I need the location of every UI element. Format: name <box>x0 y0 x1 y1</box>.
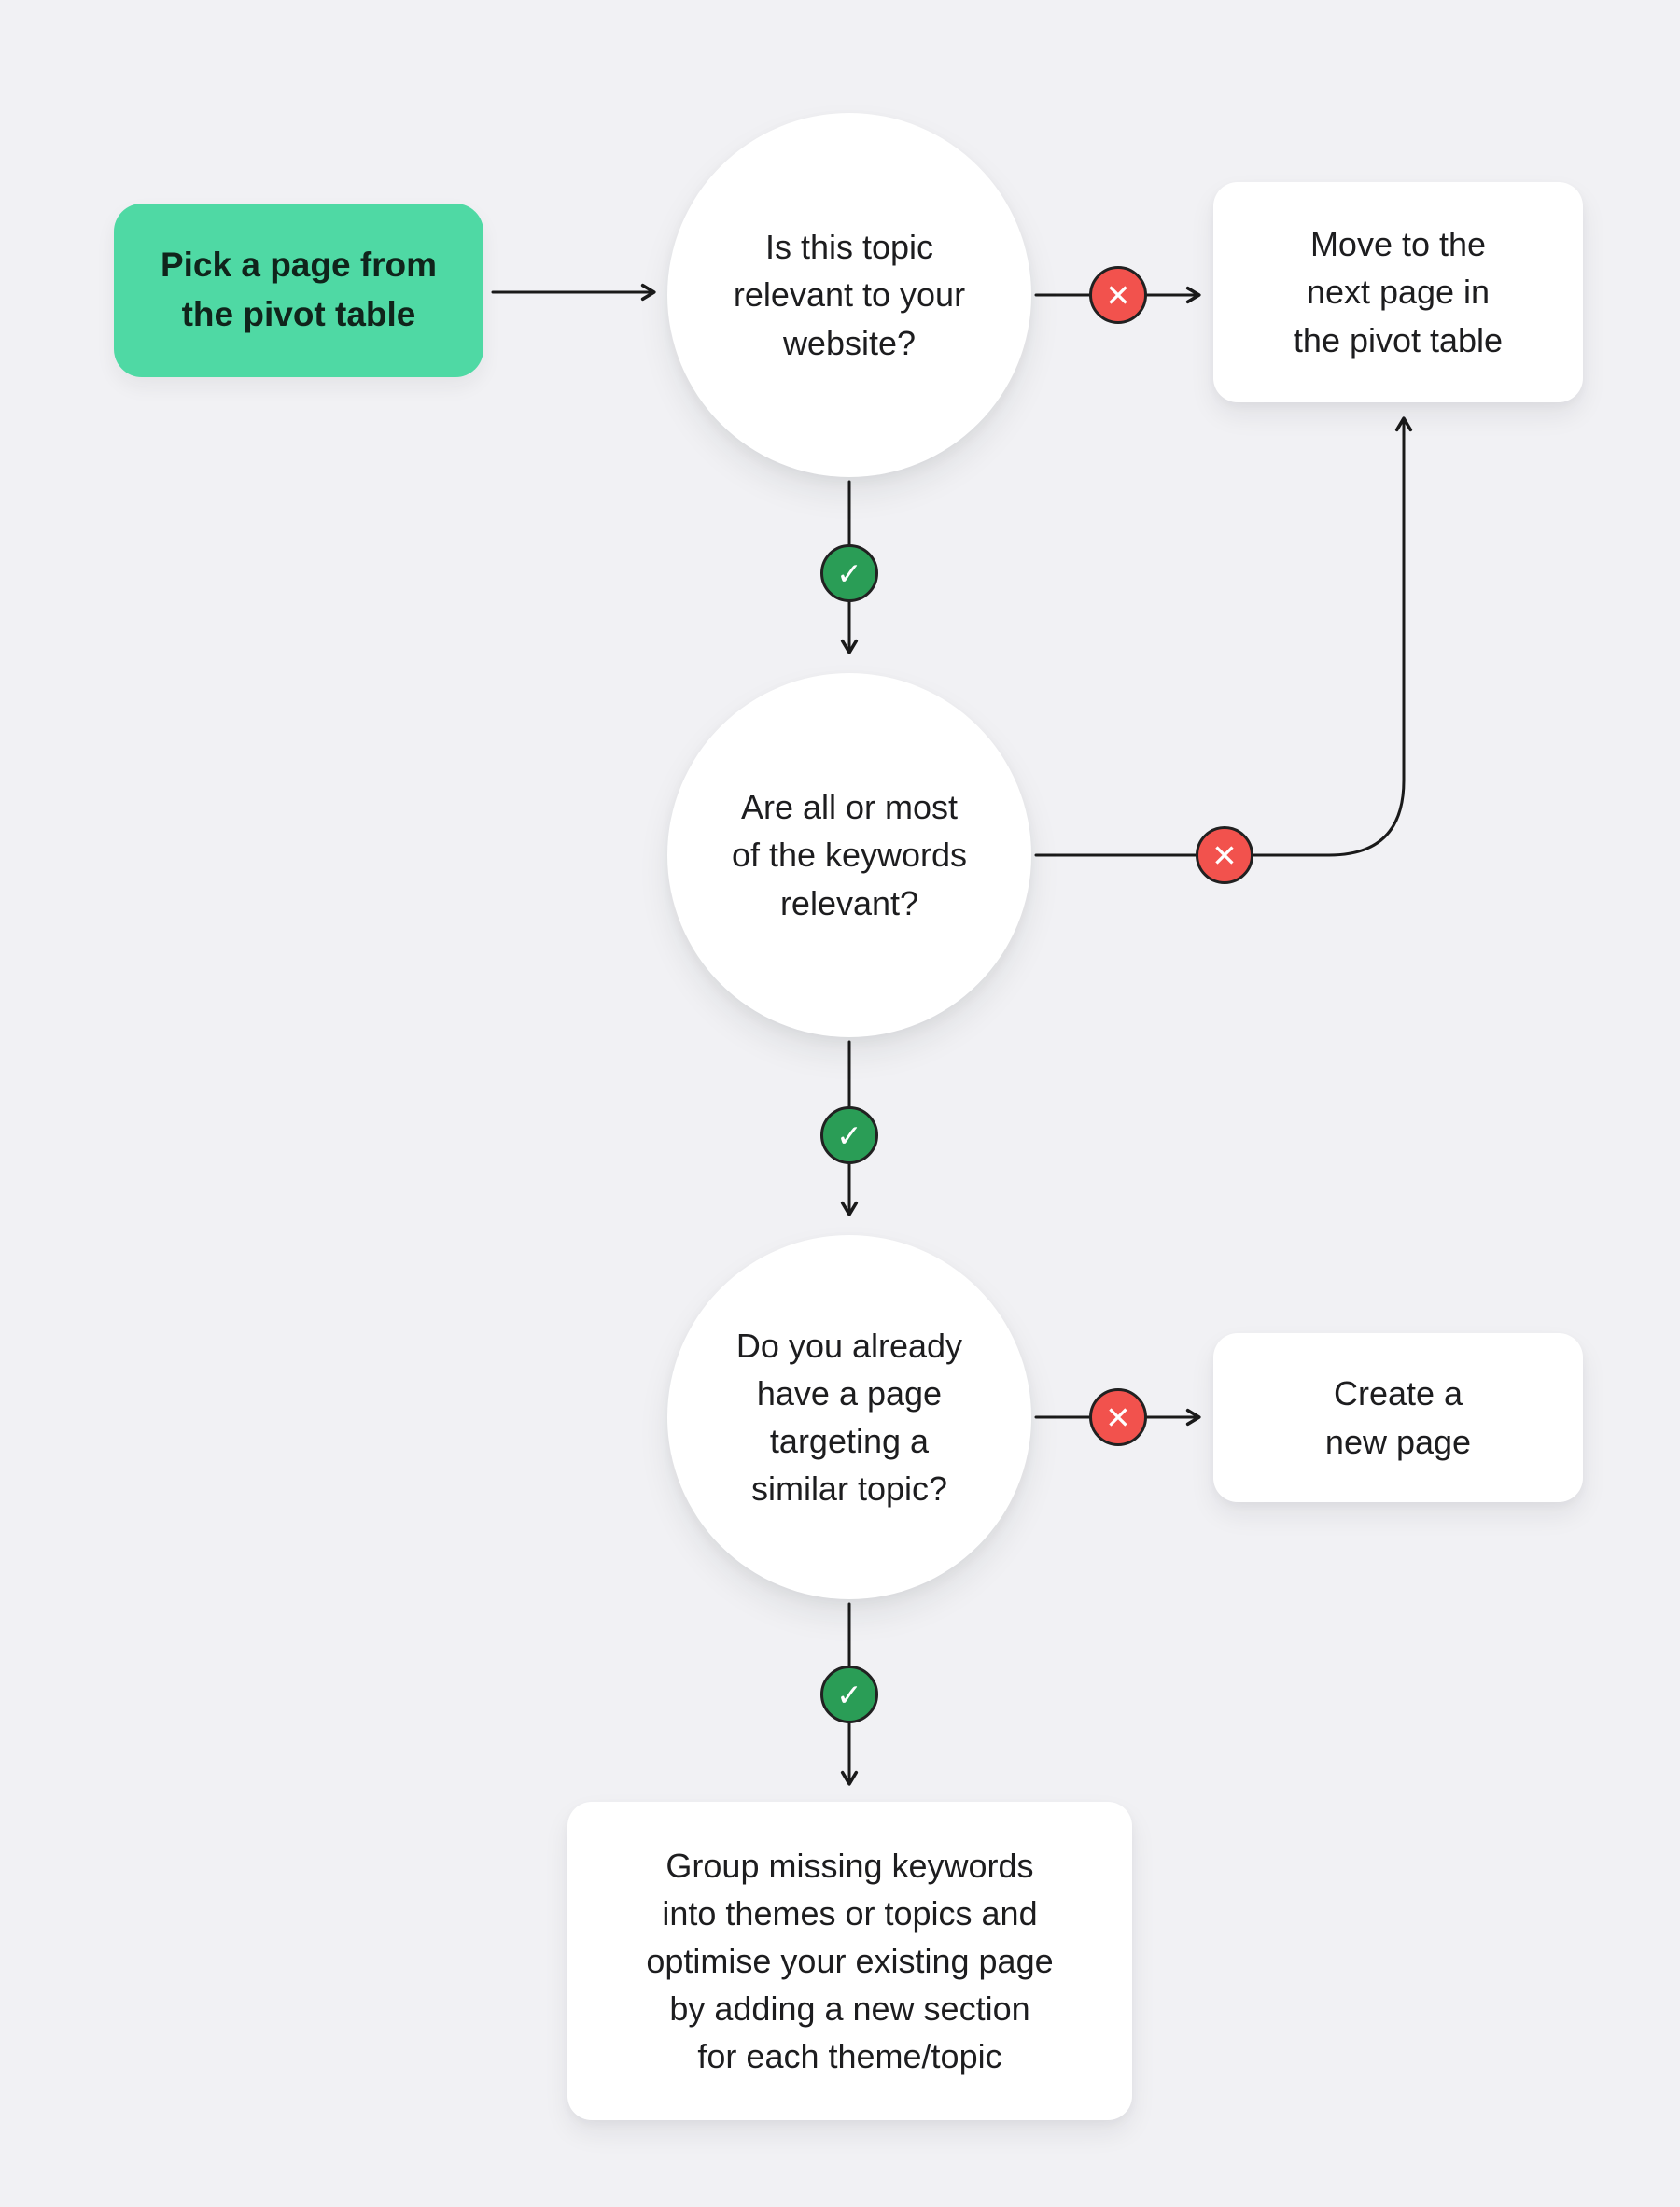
cross-icon: ✕ <box>1105 276 1131 314</box>
check-icon: ✓ <box>836 555 862 592</box>
node-question-keywords-relevant-label: Are all or most of the keywords relevant… <box>731 788 968 922</box>
check-icon: ✓ <box>836 1676 862 1713</box>
no-badge-topic: ✕ <box>1089 266 1147 324</box>
node-group-keywords-optimise-label: Group missing keywords into themes or to… <box>646 1846 1054 2076</box>
node-question-existing-page-label: Do you already have a page targeting a s… <box>735 1326 963 1509</box>
cross-icon: ✕ <box>1105 1399 1131 1436</box>
yes-badge-keywords: ✓ <box>820 1106 878 1164</box>
node-create-new-page: Create a new page <box>1213 1333 1583 1502</box>
no-badge-keywords: ✕ <box>1196 826 1253 884</box>
cross-icon: ✕ <box>1211 836 1238 874</box>
node-pick-page: Pick a page from the pivot table <box>114 204 483 377</box>
node-question-keywords-relevant: Are all or most of the keywords relevant… <box>667 673 1031 1037</box>
node-move-next-page: Move to the next page in the pivot table <box>1213 182 1583 402</box>
check-icon: ✓ <box>836 1117 862 1154</box>
node-question-topic-relevant-label: Is this topic relevant to your website? <box>733 228 966 362</box>
node-create-new-page-label: Create a new page <box>1324 1374 1472 1461</box>
no-badge-existing: ✕ <box>1089 1388 1147 1446</box>
yes-badge-existing: ✓ <box>820 1666 878 1723</box>
node-question-existing-page: Do you already have a page targeting a s… <box>667 1235 1031 1599</box>
node-pick-page-label: Pick a page from the pivot table <box>160 246 438 333</box>
yes-badge-topic: ✓ <box>820 544 878 602</box>
node-group-keywords-optimise: Group missing keywords into themes or to… <box>567 1802 1132 2120</box>
node-question-topic-relevant: Is this topic relevant to your website? <box>667 113 1031 477</box>
connector-keywords-no-to-move <box>1034 416 1413 857</box>
node-move-next-page-label: Move to the next page in the pivot table <box>1293 225 1504 359</box>
